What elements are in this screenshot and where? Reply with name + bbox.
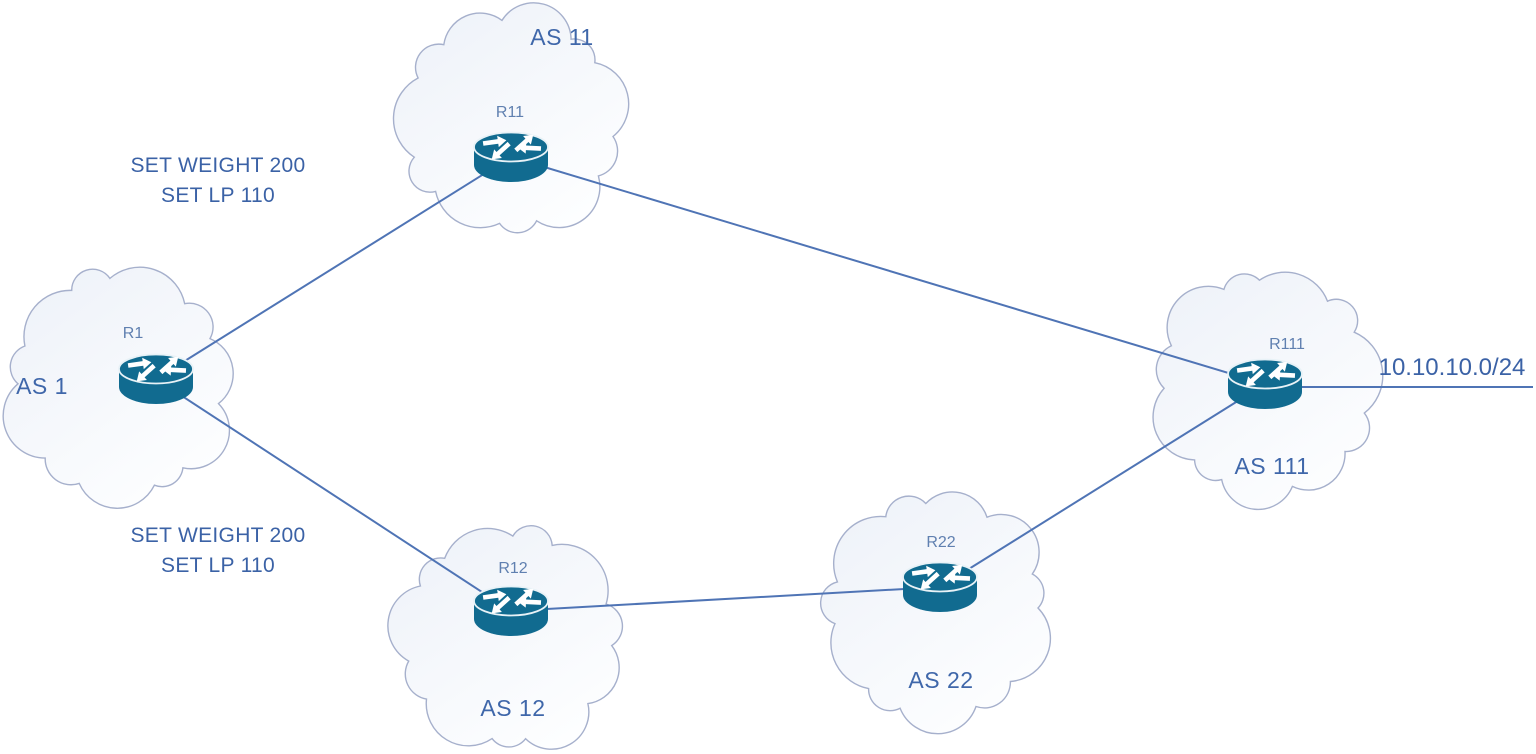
cloud-as22 (819, 491, 1052, 735)
link-r12-r22 (510, 586, 941, 612)
annotation-policy-bottom-line-0: SET WEIGHT 200 (131, 524, 306, 547)
router-label-r11: R11 (496, 104, 524, 121)
router-label-r22: R22 (926, 534, 955, 551)
annotation-policy-top-line-1: SET LP 110 (161, 184, 275, 207)
link-r1-r11 (155, 156, 512, 380)
as-label-as12: AS 12 (480, 695, 545, 721)
router-label-r1: R1 (123, 325, 144, 342)
clouds-layer (2, 2, 1384, 750)
cloud-as1 (2, 266, 234, 509)
as-label-as11: AS 11 (530, 24, 593, 50)
router-icon-r1 (119, 352, 193, 404)
as-label-as111: AS 111 (1234, 453, 1309, 479)
link-r22-r111 (939, 383, 1266, 588)
router-icon-r12 (474, 584, 548, 636)
annotation-network-prefix-line-0: 10.10.10.0/24 (1379, 354, 1526, 381)
router-icon-r111 (1228, 357, 1302, 409)
links-layer (155, 156, 1533, 612)
as-label-as22: AS 22 (908, 667, 973, 693)
router-label-r12: R12 (498, 560, 527, 577)
router-icon-r22 (903, 560, 977, 612)
annotation-policy-top-line-0: SET WEIGHT 200 (131, 154, 306, 177)
routers-layer (119, 130, 1302, 636)
annotation-policy-bottom-line-1: SET LP 110 (161, 554, 275, 577)
link-r1-r12 (155, 378, 512, 612)
as-label-as1: AS 1 (16, 373, 68, 399)
link-r11-r111 (510, 156, 1266, 385)
router-label-r111: R111 (1269, 336, 1305, 353)
router-icon-r11 (474, 130, 548, 182)
